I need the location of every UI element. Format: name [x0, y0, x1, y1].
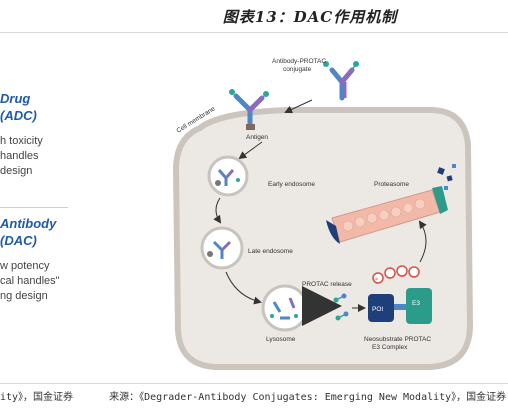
- e3-label: E3: [412, 300, 420, 307]
- antigen-label: Antigen: [246, 134, 268, 141]
- conjugate-label: Antibody-PROTAC: [272, 58, 326, 65]
- adc-text-line2: handles: [0, 150, 39, 162]
- dac-heading-line1: Antibody: [0, 216, 57, 231]
- adc-heading-line1: Drug: [0, 91, 31, 106]
- early-endosome: [207, 155, 249, 197]
- proteasome-label: Proteasome: [374, 181, 409, 188]
- late-endosome-label: Late endosome: [248, 248, 293, 255]
- ub-label: Ub: [373, 276, 379, 281]
- left-panel-divider: [0, 207, 68, 208]
- figure-title: 图表13：DAC作用机制: [222, 8, 398, 26]
- source-right: 来源：《Degrader-Antibody Conjugates: Emergi…: [109, 392, 507, 403]
- complex-label-line1: Neosubstrate PROTAC: [364, 336, 431, 343]
- dac-text-line3: ng design: [0, 290, 48, 302]
- dac-heading-line2: (DAC): [0, 233, 37, 248]
- complex-label-line2: E3 Complex: [372, 344, 408, 351]
- lysosome-label: Lysosome: [266, 336, 296, 343]
- dac-text-line2: cal handles": [0, 275, 60, 287]
- adc-text-line1: h toxicity: [0, 135, 43, 147]
- released-protac: [333, 293, 349, 321]
- ternary-complex: [368, 265, 432, 324]
- antibody-protac-conjugate: [323, 61, 359, 101]
- poi-label: POI: [372, 306, 383, 313]
- adc-heading-line2: (ADC): [0, 108, 37, 123]
- source-left: ity》，国金证券: [0, 392, 74, 403]
- title-divider: [0, 32, 508, 33]
- left-comparison-panel: Drug (ADC) h toxicity handles design Ant…: [0, 90, 100, 304]
- footer-divider: [0, 383, 508, 384]
- lysosome: [261, 284, 309, 332]
- conjugate-label-line2: conjugate: [283, 66, 312, 73]
- proteasome: [326, 164, 456, 244]
- source-note: ity》，国金证券 来源：《Degrader-Antibody Conjugat…: [0, 388, 508, 403]
- antibody-on-antigen: [229, 89, 269, 130]
- early-endosome-label: Early endosome: [268, 181, 315, 188]
- late-endosome: [200, 226, 244, 270]
- cell-body: [172, 107, 474, 370]
- adc-text-line3: design: [0, 165, 33, 177]
- protac-release-label: PROTAC release: [302, 281, 352, 288]
- dac-text-line1: w potency: [0, 260, 50, 272]
